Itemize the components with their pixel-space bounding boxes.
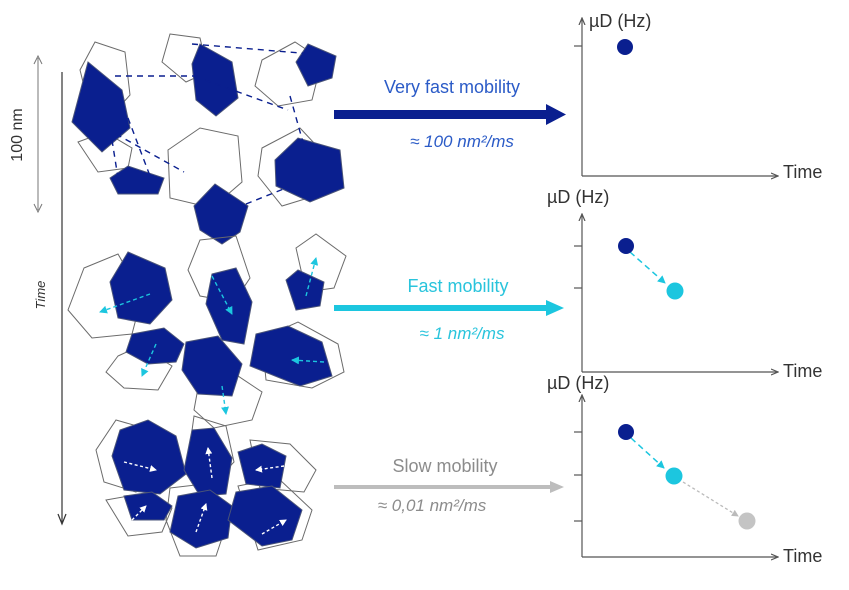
data-point-icon bbox=[618, 424, 634, 440]
plot-slow-ylabel: µD (Hz) bbox=[547, 373, 609, 393]
arrow-right-icon bbox=[334, 300, 564, 316]
plot-fast-xlabel: Time bbox=[783, 361, 822, 381]
plot-very-fast-xlabel: Time bbox=[783, 162, 822, 182]
regime-slow-title: Slow mobility bbox=[392, 456, 497, 476]
plot-slow-xlabel: Time bbox=[783, 546, 822, 566]
data-point-icon bbox=[617, 39, 633, 55]
data-point-icon bbox=[738, 512, 756, 530]
data-point-icon bbox=[666, 282, 684, 300]
plot-fast-ylabel: µD (Hz) bbox=[547, 187, 609, 207]
plot-very-fast: µD (Hz) Time bbox=[574, 11, 822, 182]
scale-bar: 100 nm bbox=[9, 54, 43, 214]
regime-very-fast: Very fast mobility ≈ 100 nm²/ms bbox=[334, 77, 566, 151]
plot-slow: µD (Hz) Time bbox=[547, 373, 822, 566]
data-point-icon bbox=[665, 467, 683, 485]
regime-very-fast-rate: ≈ 100 nm²/ms bbox=[410, 132, 514, 151]
regime-fast-title: Fast mobility bbox=[407, 276, 508, 296]
scale-bar-label: 100 nm bbox=[9, 108, 26, 161]
regime-slow-rate: ≈ 0,01 nm²/ms bbox=[378, 496, 487, 515]
arrow-right-icon bbox=[334, 481, 564, 493]
regime-very-fast-title: Very fast mobility bbox=[384, 77, 520, 97]
regime-slow: Slow mobility ≈ 0,01 nm²/ms bbox=[334, 456, 564, 515]
grain-cluster-slow bbox=[95, 415, 317, 557]
regime-fast: Fast mobility ≈ 1 nm²/ms bbox=[334, 276, 564, 343]
arrow-right-icon bbox=[334, 104, 566, 125]
plot-very-fast-ylabel: µD (Hz) bbox=[589, 11, 651, 31]
time-axis: Time bbox=[33, 72, 67, 526]
grain-cluster-fast bbox=[67, 233, 347, 429]
data-point-icon bbox=[618, 238, 634, 254]
grain-cluster-very-fast bbox=[71, 33, 345, 245]
time-axis-label: Time bbox=[33, 281, 48, 310]
plot-fast: µD (Hz) Time bbox=[547, 187, 822, 381]
regime-fast-rate: ≈ 1 nm²/ms bbox=[420, 324, 505, 343]
